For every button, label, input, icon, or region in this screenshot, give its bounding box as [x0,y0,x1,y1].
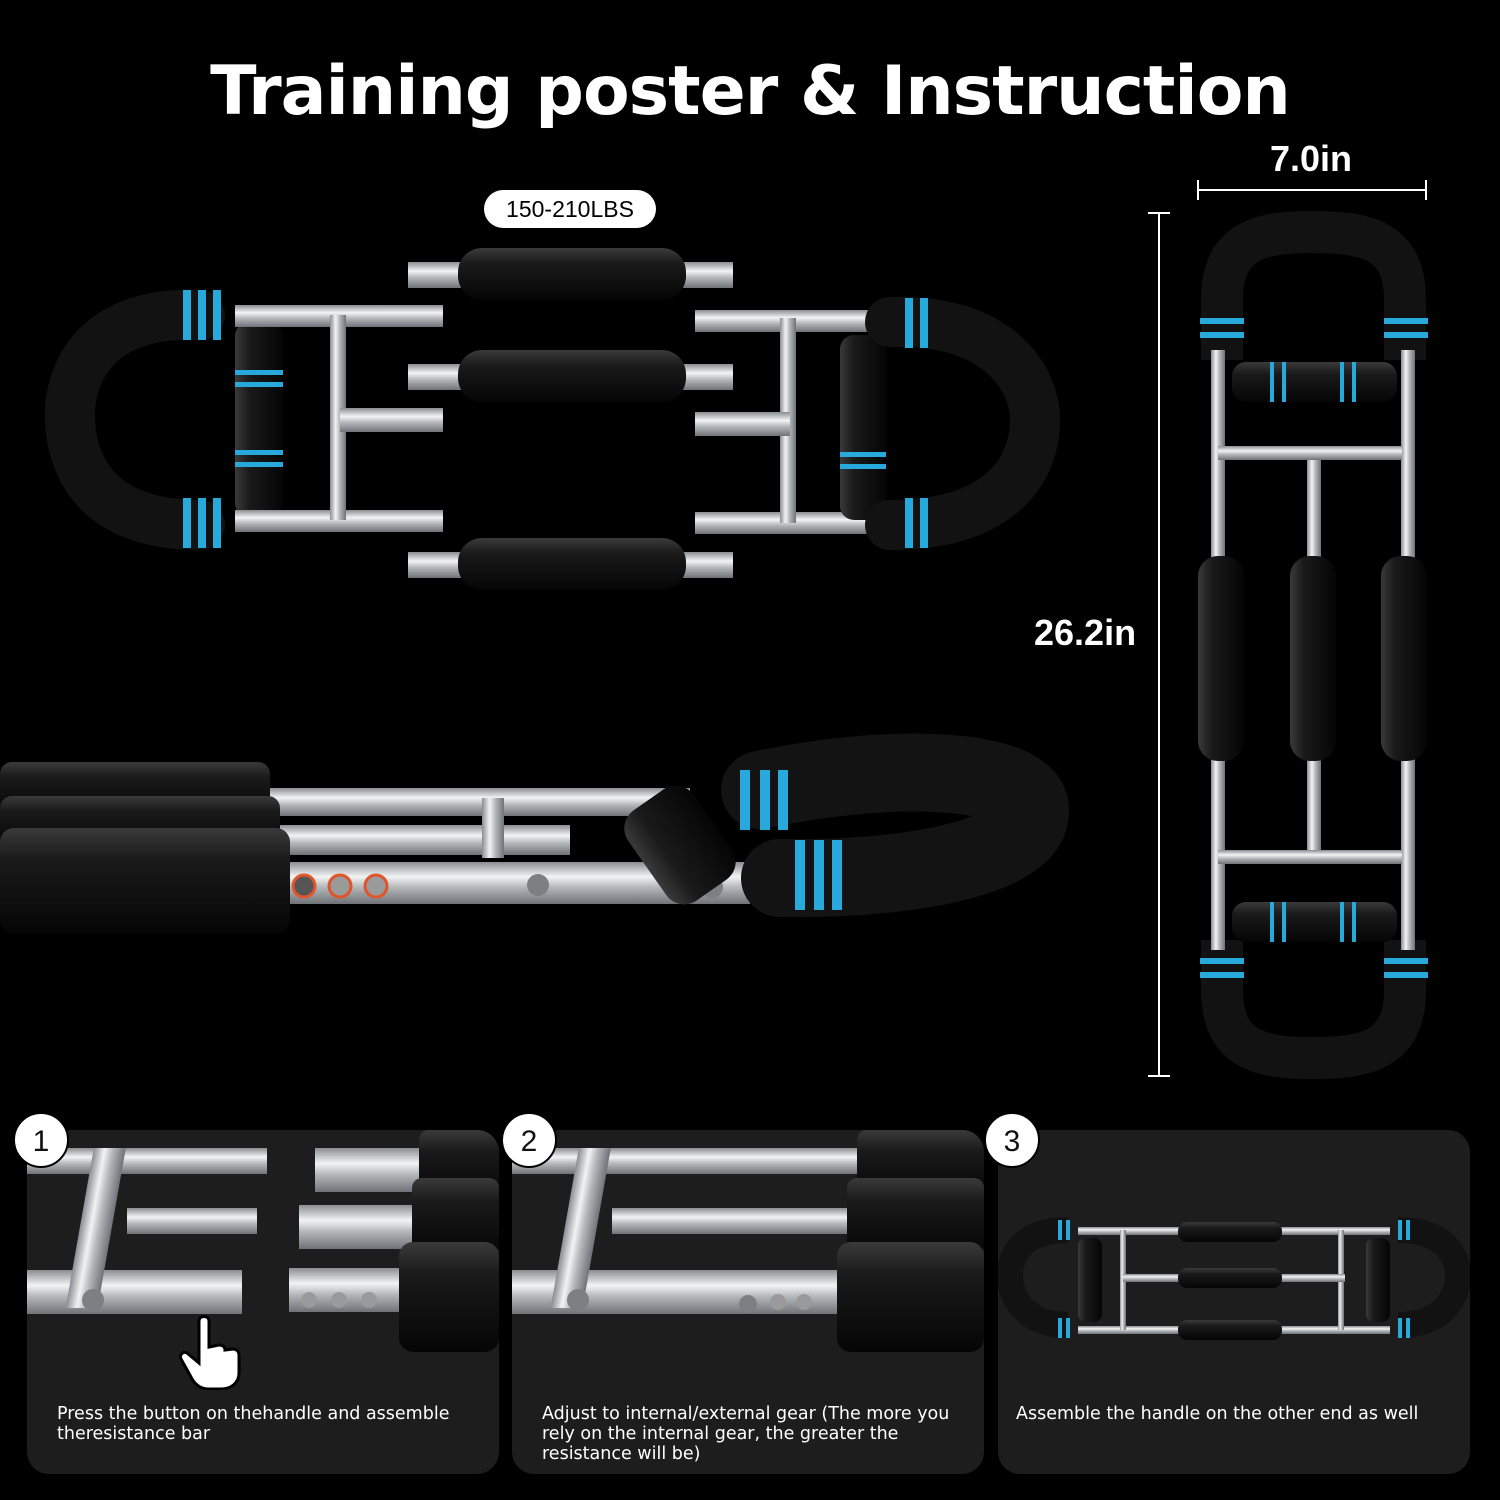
step-1-text: Press the button on thehandle and assemb… [57,1404,450,1444]
step-1-number: 1 [13,1112,69,1168]
step-1-illustration [27,1130,499,1352]
closeup-view [0,733,1070,934]
pointing-hand-icon [179,1315,241,1390]
step-2-illustration [512,1130,984,1352]
step-3-text: Assemble the handle on the other end as … [1016,1404,1419,1424]
step-2-number: 2 [501,1112,557,1168]
page-title: Training poster & Instruction [210,52,1291,131]
resistance-bar-2 [408,350,733,402]
blue-rings [183,290,221,548]
step-panel-2: Adjust to internal/external gear (The mo… [512,1130,984,1474]
width-dimension-label: 7.0in [1270,138,1353,179]
step-3-number: 3 [984,1112,1040,1168]
step-panel-3: Assemble the handle on the other end as … [998,1130,1470,1474]
resistance-bar-3 [408,538,733,590]
dimension-view [1148,180,1428,1080]
height-dimension-label: 26.2in [1034,612,1137,653]
step-panel-1: Press the button on thehandle and assemb… [27,1130,499,1474]
step-2-text: Adjust to internal/external gear (The mo… [542,1404,950,1464]
step-3-illustration [998,1217,1470,1340]
disassembled-view [44,248,1061,590]
resistance-bar-1 [408,248,733,300]
resistance-badge: 150-210LBS [484,190,656,228]
